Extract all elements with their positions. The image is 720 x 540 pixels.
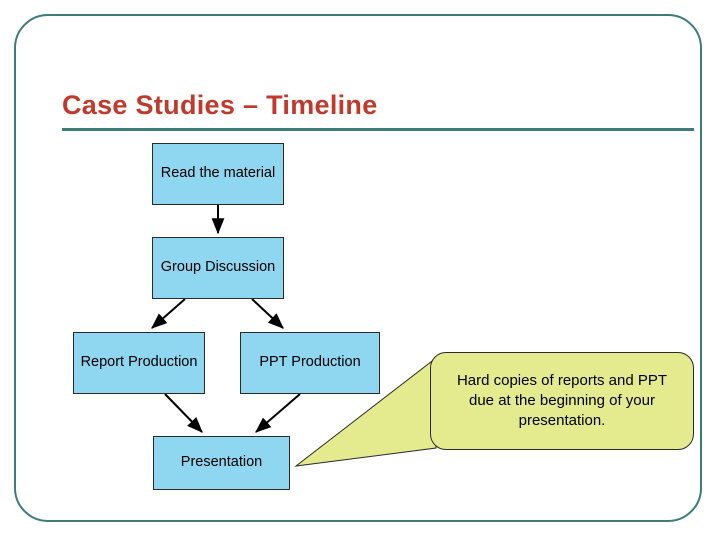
flow-box-report-production: Report Production (73, 332, 205, 394)
flow-box-ppt-production-label: PPT Production (259, 354, 361, 371)
flow-box-presentation-label: Presentation (180, 454, 263, 471)
page-title: Case Studies – Timeline (62, 90, 378, 120)
flow-box-report-production-label: Report Production (80, 354, 198, 371)
flow-box-read: Read the material (152, 143, 284, 205)
callout-note: Hard copies of reports and PPT due at th… (430, 352, 694, 450)
flow-box-group-discussion: Group Discussion (152, 237, 284, 299)
flow-box-ppt-production: PPT Production (240, 332, 380, 394)
callout-note-text: Hard copies of reports and PPT due at th… (456, 371, 668, 430)
flow-box-presentation: Presentation (153, 436, 290, 490)
title-underline (62, 128, 694, 131)
flow-box-read-label: Read the material (160, 165, 276, 182)
flow-box-group-discussion-label: Group Discussion (160, 259, 276, 276)
slide-border (14, 14, 702, 522)
